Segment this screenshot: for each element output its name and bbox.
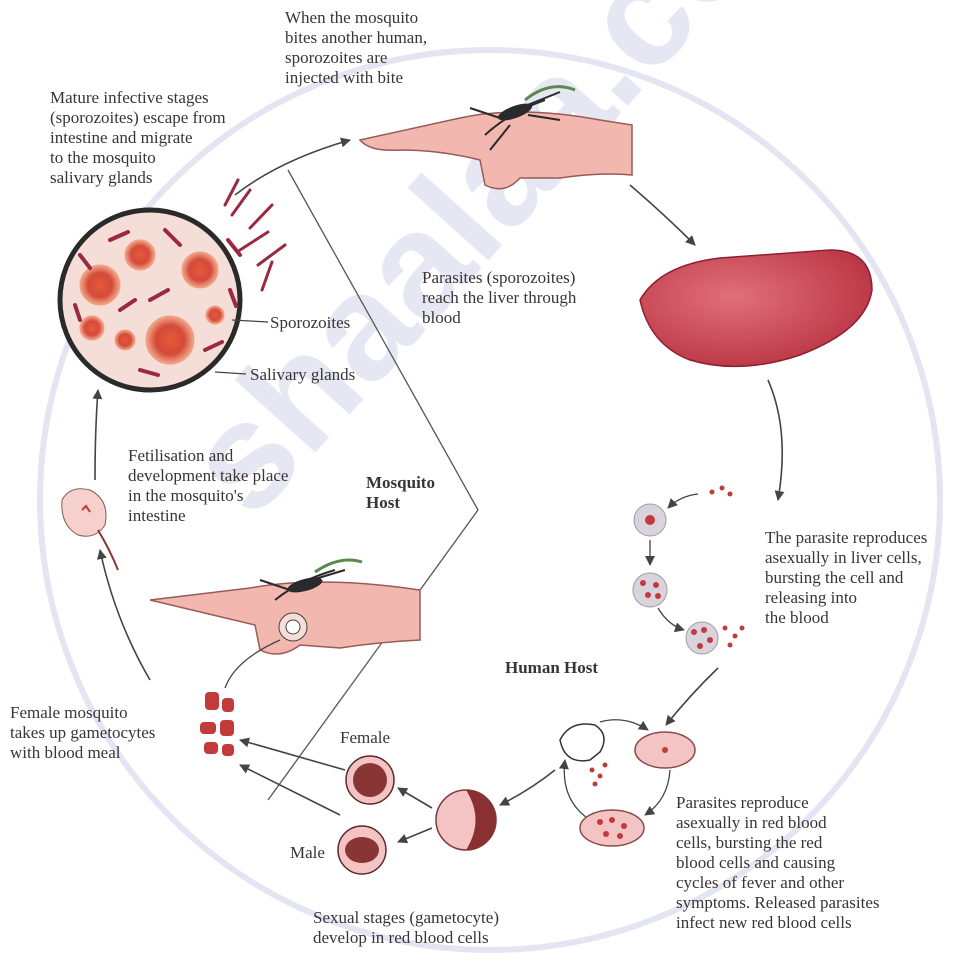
gametocyte-cell — [436, 790, 496, 850]
label-liver-reproduction: The parasite reproduces asexually in liv… — [765, 528, 927, 628]
label-bite-another-human: When the mosquito bites another human, s… — [285, 8, 427, 88]
hand-bite-illustration — [360, 87, 632, 189]
arrow-gametocyte-to-female — [398, 788, 432, 808]
rbc-cycle-cells — [560, 724, 695, 846]
label-fertilisation: Fetilisation and development take place … — [128, 446, 288, 526]
arrow-zygote-to-gland — [95, 390, 98, 480]
liver-stage-cells — [633, 486, 745, 655]
salivary-gland-illustration — [60, 180, 285, 390]
arrow-bite-to-liver — [630, 185, 695, 245]
arrow-liver-to-cells — [768, 380, 782, 500]
blood-meal-gametocytes — [200, 692, 234, 756]
arrow-male-to-blood — [240, 765, 340, 815]
label-mature-infective-stages: Mature infective stages (sporozoites) es… — [50, 88, 226, 188]
arrow-rbc-to-gametocyte — [500, 770, 555, 805]
zygote-illustration — [62, 489, 118, 570]
label-male: Male — [290, 843, 325, 863]
female-gametocyte — [346, 756, 394, 804]
label-rbc-reproduction: Parasites reproduce asexually in red blo… — [676, 793, 880, 933]
arrow-blood-to-zygote — [100, 550, 150, 680]
label-female-mosquito: Female mosquito takes up gametocytes wit… — [10, 703, 155, 763]
hand-blood-meal-illustration — [150, 560, 420, 688]
arrow-gland-to-bite — [235, 140, 350, 195]
label-female: Female — [340, 728, 390, 748]
label-mosquito-host: Mosquito Host — [366, 473, 435, 513]
label-human-host: Human Host — [505, 658, 598, 678]
arrow-liver-cells-to-rbc — [666, 668, 718, 725]
male-gametocyte — [338, 826, 386, 874]
liver-illustration — [640, 250, 872, 366]
label-sporozoites: Sporozoites — [270, 313, 350, 333]
arrow-gametocyte-to-male — [398, 828, 432, 842]
label-salivary-glands: Salivary glands — [250, 365, 355, 385]
label-sporozoites-reach-liver: Parasites (sporozoites) reach the liver … — [422, 268, 576, 328]
label-sexual-stages: Sexual stages (gametocyte) develop in re… — [313, 908, 499, 948]
